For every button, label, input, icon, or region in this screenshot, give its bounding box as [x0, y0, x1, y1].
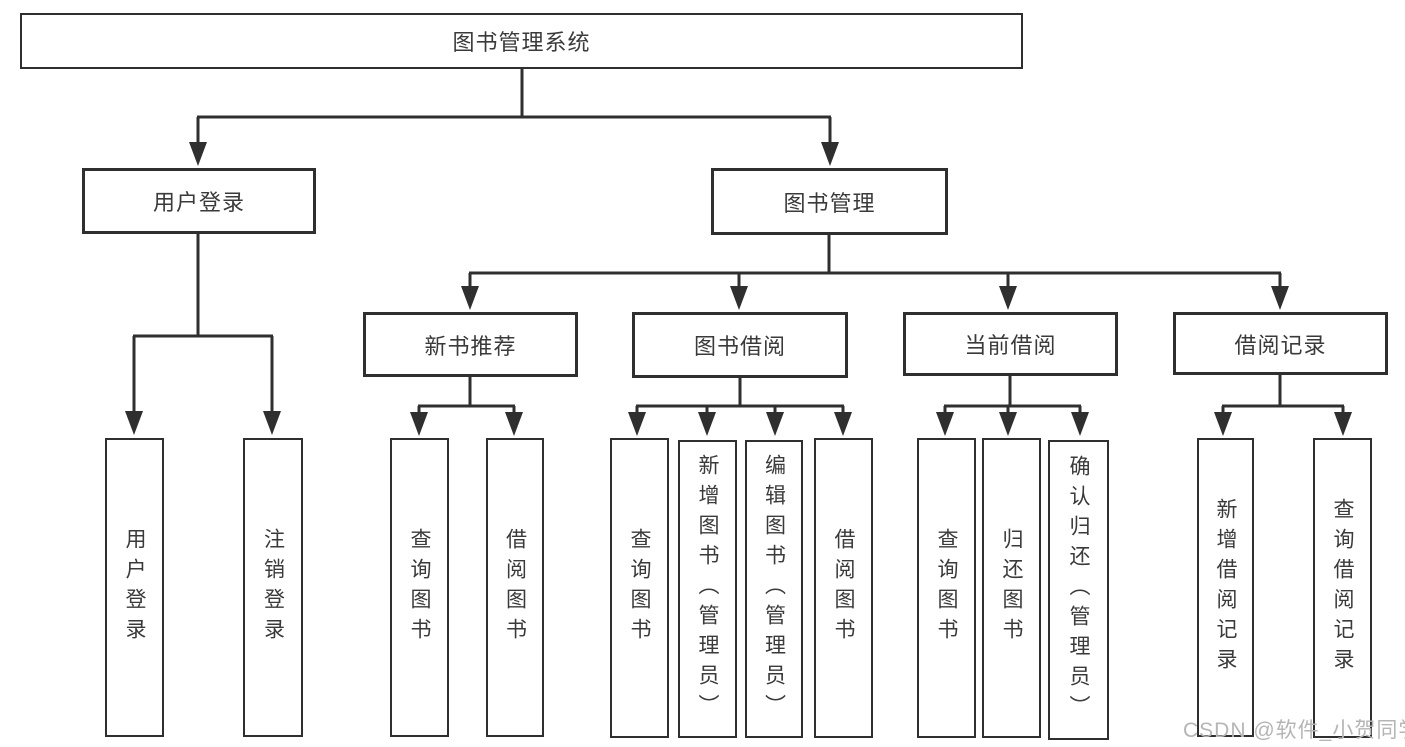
- leaf-borrow-edit-books-admin: 编辑图书（管理员）: [745, 440, 803, 738]
- leaf-newbook-query-books-label: 查询图书: [408, 527, 431, 648]
- leaf-newbook-borrow-books-label: 借阅图书: [503, 527, 527, 648]
- node-new-book-recommend: 新书推荐: [363, 312, 578, 377]
- node-book-management-label: 图书管理: [783, 190, 876, 216]
- edge-bookmgmt-to-level3: [461, 234, 1289, 310]
- leaf-records-query-record: 查询借阅记录: [1313, 438, 1372, 738]
- leaf-logout-label: 注销登录: [261, 527, 285, 648]
- leaf-current-return-books: 归还图书: [982, 438, 1041, 738]
- leaf-records-add-record-label: 新增借阅记录: [1214, 497, 1237, 678]
- edge-userlogin-to-leaves: [125, 233, 281, 435]
- node-user-login: 用户登录: [82, 168, 316, 234]
- leaf-current-confirm-return-admin-label: 确认归还（管理员）: [1067, 455, 1090, 725]
- edge-bookborrow-to-leaves: [628, 376, 852, 436]
- leaf-borrow-borrow-books-label: 借阅图书: [832, 528, 855, 648]
- csdn-watermark: CSDN @软件_小贺同学: [1183, 719, 1405, 742]
- edge-root-to-level2: [189, 67, 839, 166]
- leaf-newbook-borrow-books: 借阅图书: [486, 438, 544, 737]
- node-book-management: 图书管理: [711, 168, 948, 235]
- edge-currentborrow-to-leaves: [936, 375, 1089, 436]
- leaf-user-login: 用户登录: [105, 438, 164, 737]
- node-root-label: 图书管理系统: [452, 30, 591, 55]
- leaf-user-login-label: 用户登录: [123, 527, 146, 648]
- node-user-login-label: 用户登录: [152, 190, 245, 215]
- leaf-borrow-add-books-admin-label: 新增图书（管理员）: [696, 454, 719, 724]
- edge-borrowrecords-to-leaves: [1214, 375, 1352, 436]
- leaf-records-add-record: 新增借阅记录: [1197, 438, 1254, 737]
- leaf-borrow-borrow-books: 借阅图书: [814, 438, 873, 738]
- node-borrow-records: 借阅记录: [1173, 312, 1388, 375]
- leaf-newbook-query-books: 查询图书: [390, 438, 449, 737]
- leaf-logout: 注销登录: [243, 438, 303, 737]
- leaf-borrow-add-books-admin: 新增图书（管理员）: [678, 440, 737, 738]
- node-borrow-records-label: 借阅记录: [1234, 332, 1327, 358]
- edge-newbook-to-leaves: [410, 376, 523, 436]
- node-current-borrow: 当前借阅: [903, 312, 1118, 376]
- leaf-current-confirm-return-admin: 确认归还（管理员）: [1048, 440, 1109, 740]
- node-current-borrow-label: 当前借阅: [964, 333, 1057, 358]
- leaf-current-query-books: 查询图书: [917, 438, 976, 738]
- leaf-borrow-query-books-label: 查询图书: [628, 528, 651, 648]
- leaf-current-query-books-label: 查询图书: [935, 528, 958, 648]
- leaf-records-query-record-label: 查询借阅记录: [1331, 498, 1354, 678]
- leaf-current-return-books-label: 归还图书: [1000, 528, 1023, 648]
- leaf-borrow-query-books: 查询图书: [610, 438, 669, 738]
- node-new-book-recommend-label: 新书推荐: [424, 333, 517, 359]
- node-book-borrow: 图书借阅: [632, 312, 848, 378]
- node-root-system: 图书管理系统: [20, 13, 1023, 69]
- leaf-borrow-edit-books-admin-label: 编辑图书（管理员）: [762, 454, 786, 724]
- node-book-borrow-label: 图书借阅: [693, 334, 786, 359]
